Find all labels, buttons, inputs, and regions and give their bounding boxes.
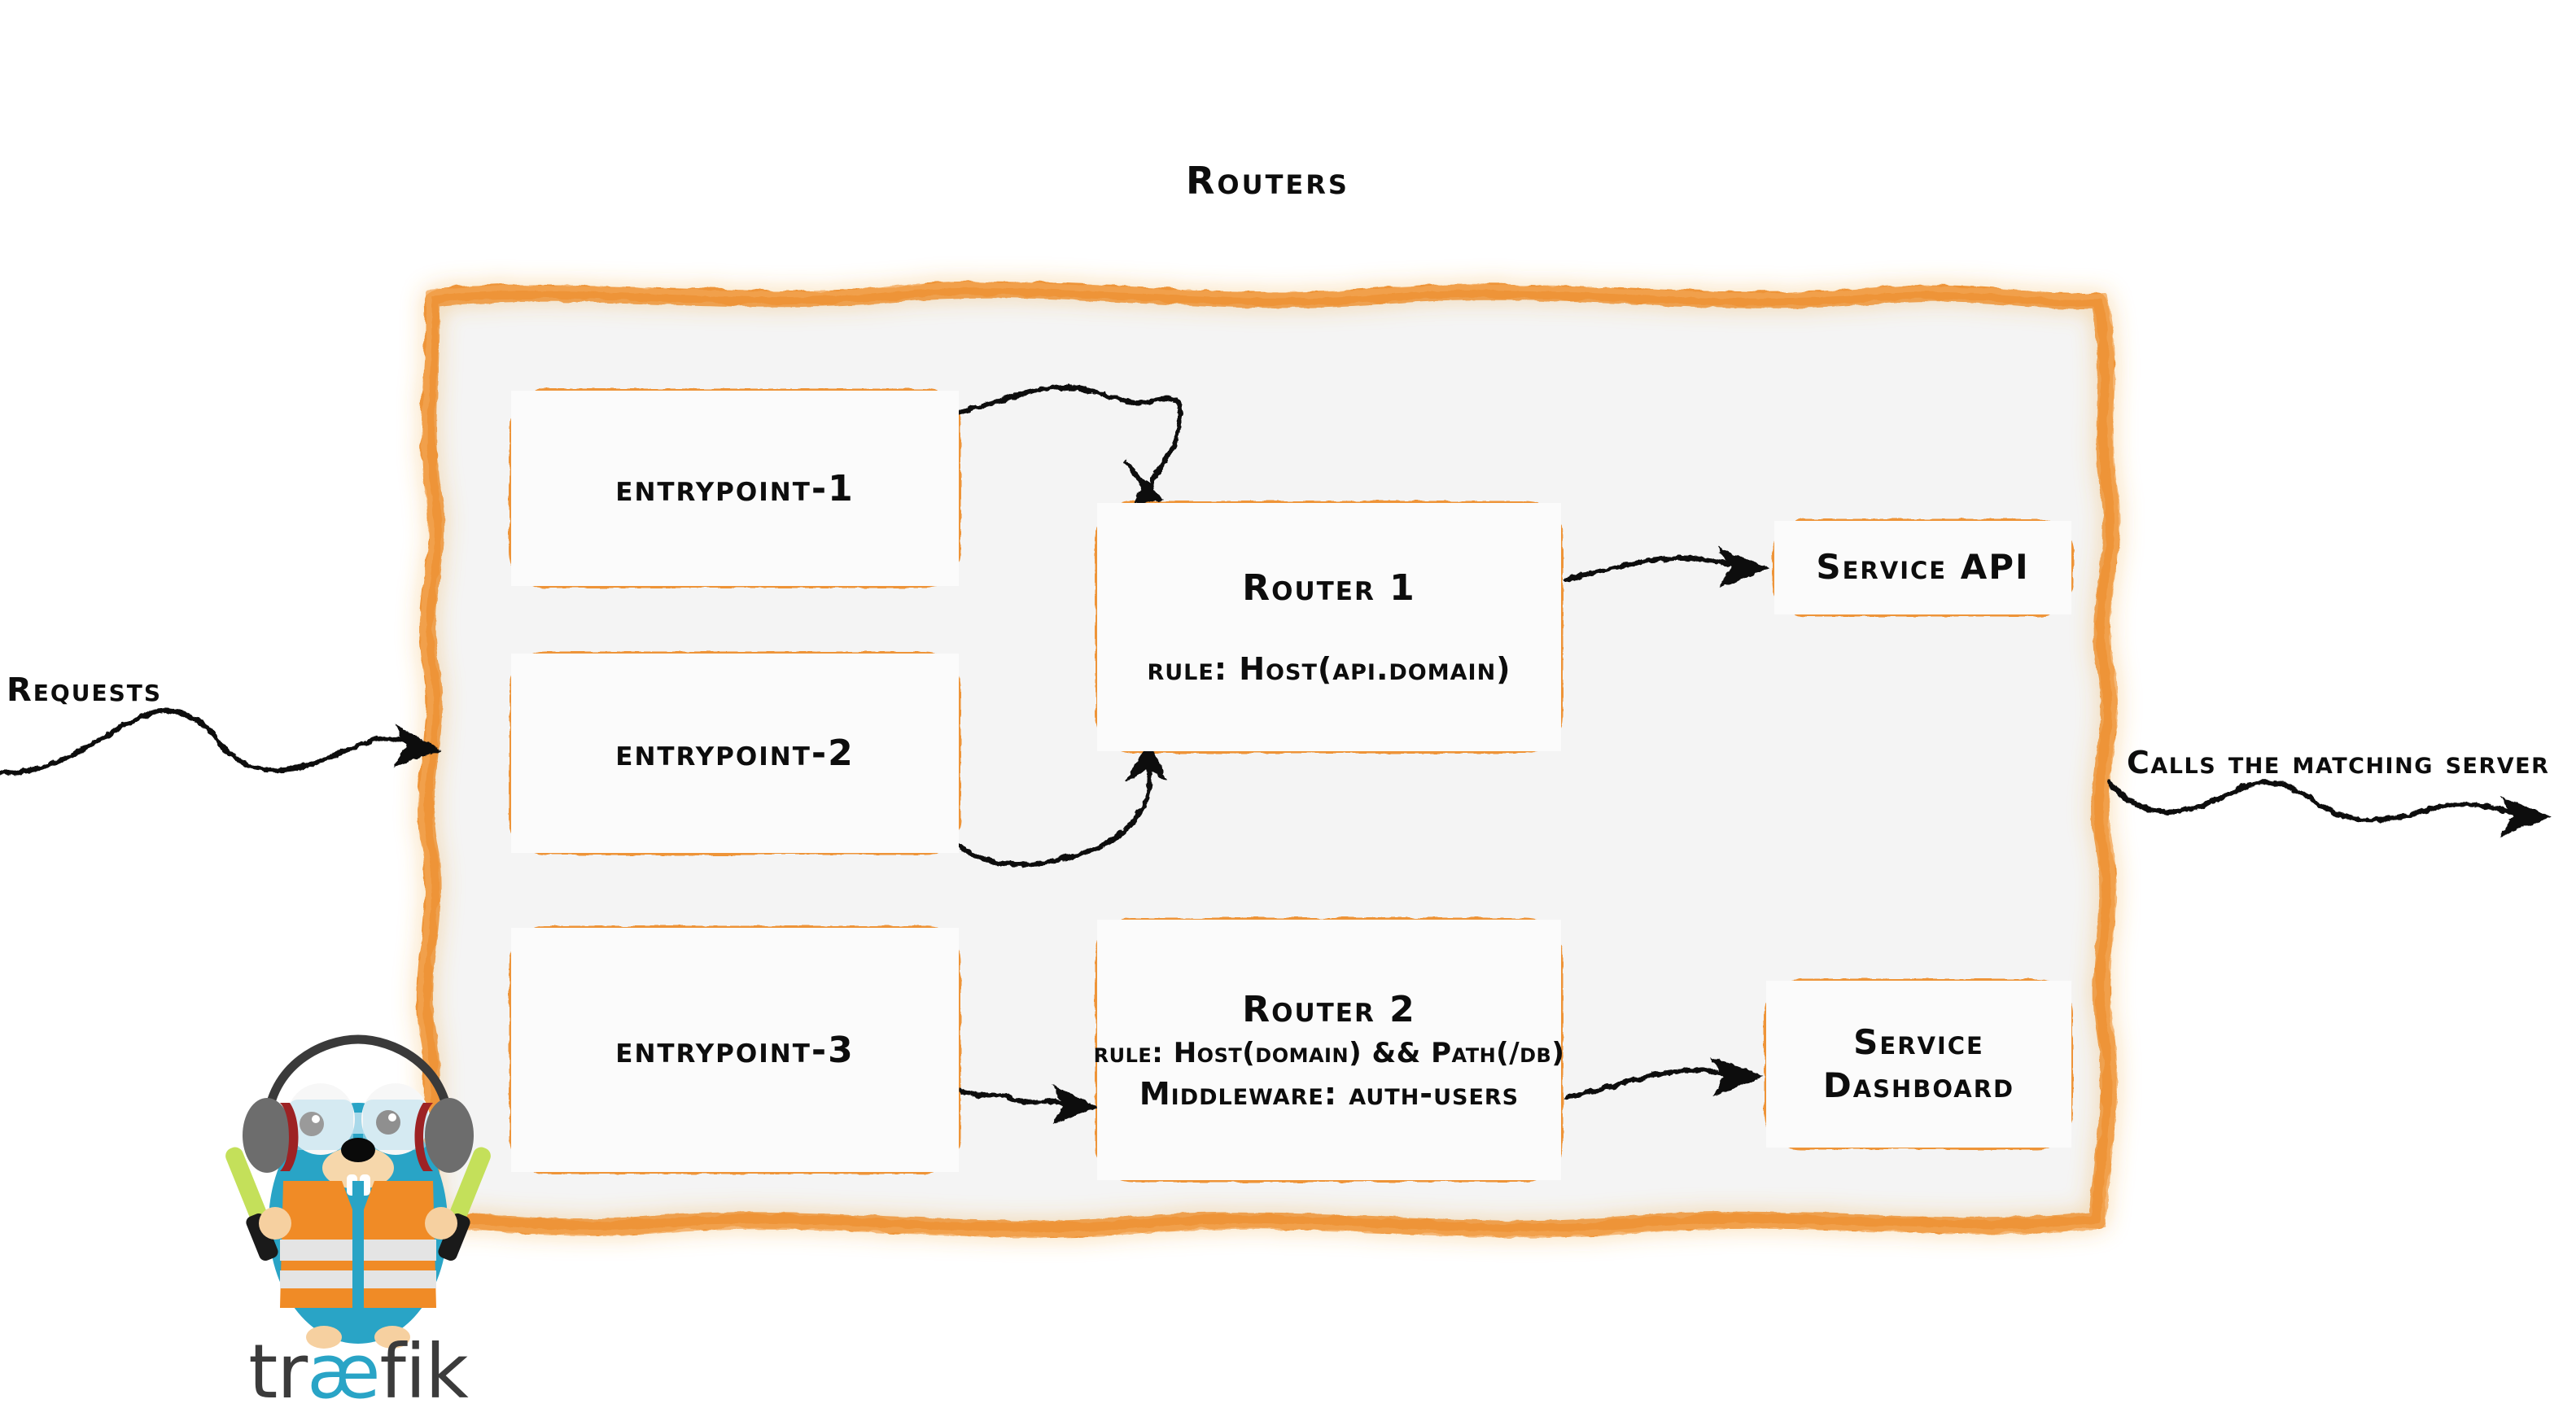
- entrypoint-1-node[interactable]: entrypoint-1: [511, 391, 959, 586]
- marshalling-wand-left: [225, 1147, 278, 1261]
- gopher-hand-left: [259, 1207, 291, 1240]
- entrypoint-2-node[interactable]: entrypoint-2: [511, 654, 959, 853]
- service-dashboard-label-line2: Dashboard: [1822, 1065, 2015, 1105]
- gopher-foot-right: [374, 1326, 410, 1349]
- arrow-entrypoint2-to-router1: [944, 740, 1168, 868]
- arrow-entrypoint1-to-router1: [956, 384, 1183, 505]
- headphone-cup-left: [243, 1098, 299, 1173]
- svg-text:træfik: træfik: [248, 1328, 469, 1408]
- service-dashboard-node[interactable]: Service Dashboard: [1766, 981, 2071, 1148]
- arrow-router2-to-servicedashboard: [1564, 1056, 1764, 1100]
- marshalling-wand-right: [438, 1147, 491, 1261]
- requests-label: Requests: [7, 671, 163, 709]
- service-api-node[interactable]: Service API: [1774, 521, 2071, 614]
- eye-highlight-right: [388, 1113, 396, 1122]
- router-2-rule: rule: Host(domain) && Path(/db): [1093, 1036, 1565, 1069]
- router-2-title: Router 2: [1242, 988, 1416, 1030]
- traefik-wordmark: træfik: [248, 1328, 470, 1408]
- service-dashboard-label-line1: Service: [1853, 1022, 1984, 1062]
- arrow-requests-to-panel: [0, 708, 442, 776]
- wordmark-suffix: fik: [380, 1328, 470, 1408]
- gopher-pupil-right: [376, 1110, 400, 1135]
- headphone-band: [262, 1034, 454, 1130]
- panel-border: [416, 282, 2120, 1238]
- arrow-entrypoint3-to-router2: [958, 1083, 1100, 1125]
- wordmark-prefix: tr: [248, 1328, 308, 1408]
- entrypoint-1-label: entrypoint-1: [615, 467, 855, 509]
- gopher-pupil-left: [300, 1112, 324, 1136]
- eye-highlight-left: [312, 1115, 320, 1123]
- arrow-router1-to-serviceapi: [1564, 546, 1770, 588]
- service-api-label: Service API: [1816, 547, 2030, 588]
- gopher-hand-right: [425, 1207, 457, 1240]
- router-2-middleware: Middleware: auth-users: [1139, 1075, 1520, 1112]
- router-1-title: Router 1: [1242, 567, 1416, 609]
- traefik-logo: træfik: [220, 1021, 496, 1408]
- entrypoint-2-label: entrypoint-2: [615, 732, 855, 774]
- gopher-foot-left: [306, 1326, 342, 1349]
- gopher-nose: [341, 1138, 375, 1162]
- entrypoint-3-label: entrypoint-3: [615, 1029, 855, 1071]
- arrow-panel-to-calls: [2106, 779, 2552, 837]
- traefik-gopher-illustration: træfik: [225, 1034, 491, 1408]
- gopher-muzzle: [322, 1147, 394, 1189]
- wordmark-accent: æ: [307, 1328, 379, 1408]
- headphone-cup-right: [414, 1098, 474, 1173]
- entrypoint-3-node[interactable]: entrypoint-3: [511, 928, 959, 1172]
- vest-stripe-gap: [352, 1240, 364, 1288]
- router-1-rule: rule: Host(api.domain): [1147, 651, 1511, 687]
- calls-the-matching-server-label: Calls the matching server: [2127, 745, 2550, 781]
- router-2-node[interactable]: Router 2 rule: Host(domain) && Path(/db)…: [1094, 920, 1564, 1180]
- page-title: Routers: [0, 159, 2576, 203]
- page-title-text: Routers: [1186, 159, 1349, 203]
- router-1-node[interactable]: Router 1 rule: Host(api.domain): [1097, 503, 1561, 751]
